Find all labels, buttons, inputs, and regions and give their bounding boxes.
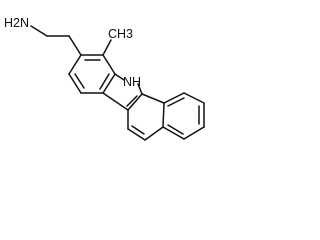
bond-c4-c3 <box>68 73 82 94</box>
label-methyl: CH3 <box>108 27 133 41</box>
bond-c11b-c7a <box>162 102 165 128</box>
bond-c1-c9a <box>102 54 116 75</box>
bond-c5a-c4a <box>102 92 129 111</box>
bond-c9a-n <box>114 73 125 81</box>
double-bond-c7-c6 <box>131 125 145 135</box>
bond-c7a-c7 <box>144 126 164 141</box>
bond-c3-c2 <box>68 54 82 75</box>
bond-c11-c10 <box>183 92 205 104</box>
bond-c8-c7a <box>162 126 185 140</box>
bond-c11a-c11b <box>141 93 165 104</box>
double-bond-c9a-c4a <box>99 73 110 90</box>
bond-c1-methyl <box>102 39 112 56</box>
bond-n-ch2 <box>30 25 48 37</box>
molecule-drawing: H2N CH3 NH <box>4 16 205 141</box>
structure-canvas: H2N CH3 NH <box>0 0 215 172</box>
label-nh: NH <box>123 75 141 89</box>
bond-n-c11a <box>137 83 143 95</box>
double-bond-c8-c7a <box>167 124 184 135</box>
bond-c9-c8 <box>183 126 205 140</box>
double-bond-c11b-c11 <box>167 97 185 107</box>
double-bond-c11a-c5a <box>126 95 138 107</box>
bond-c9a-c4a <box>102 73 116 94</box>
bond-c11b-c11 <box>163 92 185 104</box>
double-bond-c4-c3 <box>74 73 85 89</box>
label-amine: H2N <box>4 16 29 30</box>
bond-c11a-c5a <box>127 93 143 111</box>
bond-c7-c6 <box>127 128 146 141</box>
bond-ch2-ring <box>68 35 82 56</box>
